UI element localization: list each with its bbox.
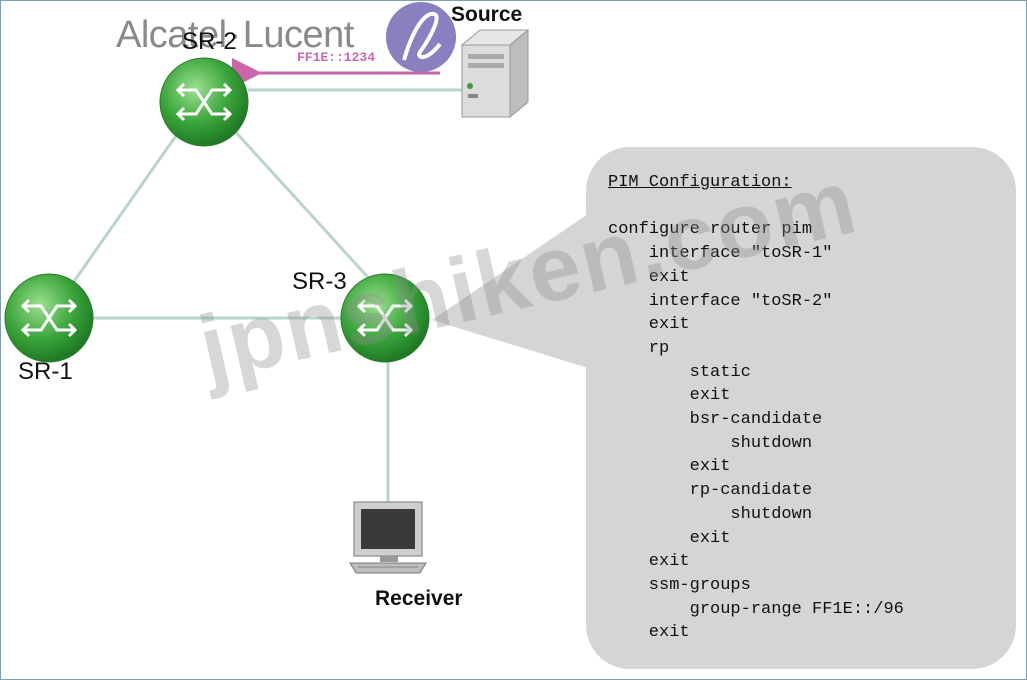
label-sr2: SR-2 (182, 28, 237, 55)
brand-name-right: Lucent (242, 14, 355, 56)
config-line: shutdown (730, 504, 813, 524)
config-line: group-range FF1E::/96 (689, 599, 904, 619)
config-line: exit (689, 386, 731, 406)
label-source: Source (451, 3, 523, 26)
router-sr2 (159, 57, 249, 147)
callout-pointer (432, 214, 588, 368)
config-line: interface "toSR-2" (648, 291, 833, 311)
config-line: ssm-groups (648, 575, 751, 595)
config-line: exit (689, 528, 731, 548)
router-sr3 (340, 273, 430, 363)
link-sr2-sr3 (230, 126, 377, 287)
config-line: rp-candidate (689, 481, 813, 501)
config-line: exit (648, 315, 690, 335)
config-callout (586, 147, 1016, 669)
config-line: interface "toSR-1" (648, 244, 833, 264)
config-line: exit (689, 457, 731, 477)
router-symbol-icon (356, 298, 414, 338)
config-line: exit (648, 552, 690, 572)
brand-logo-icon (386, 2, 456, 72)
computer-icon (349, 501, 427, 574)
multicast-group-label: FF1E::1234 (297, 50, 376, 65)
server-icon (460, 28, 530, 119)
link-sr2-sr1 (66, 129, 182, 291)
label-receiver: Receiver (375, 587, 463, 610)
label-sr1: SR-1 (18, 358, 73, 385)
router-symbol-icon (20, 298, 78, 338)
pim-config-listing: PIM Configuration: configure router pim … (608, 171, 904, 645)
router-sr1 (4, 273, 94, 363)
config-title: PIM Configuration: (608, 173, 792, 192)
config-line: static (689, 362, 751, 382)
config-line: exit (648, 623, 690, 643)
config-line: exit (648, 267, 690, 287)
config-line: shutdown (730, 433, 813, 453)
brand-name-left: Alcatel (116, 14, 227, 56)
config-line: configure router pim (608, 220, 813, 240)
label-sr3: SR-3 (292, 268, 347, 295)
brand-logo-text: Alcatel·Lucent (116, 14, 354, 57)
brand-separator: · (228, 14, 242, 56)
router-symbol-icon (175, 82, 233, 122)
links (66, 88, 462, 502)
config-lines: configure router pim interface "toSR-1" … (608, 220, 904, 642)
config-line: rp (648, 338, 670, 358)
config-line: bsr-candidate (689, 410, 823, 430)
